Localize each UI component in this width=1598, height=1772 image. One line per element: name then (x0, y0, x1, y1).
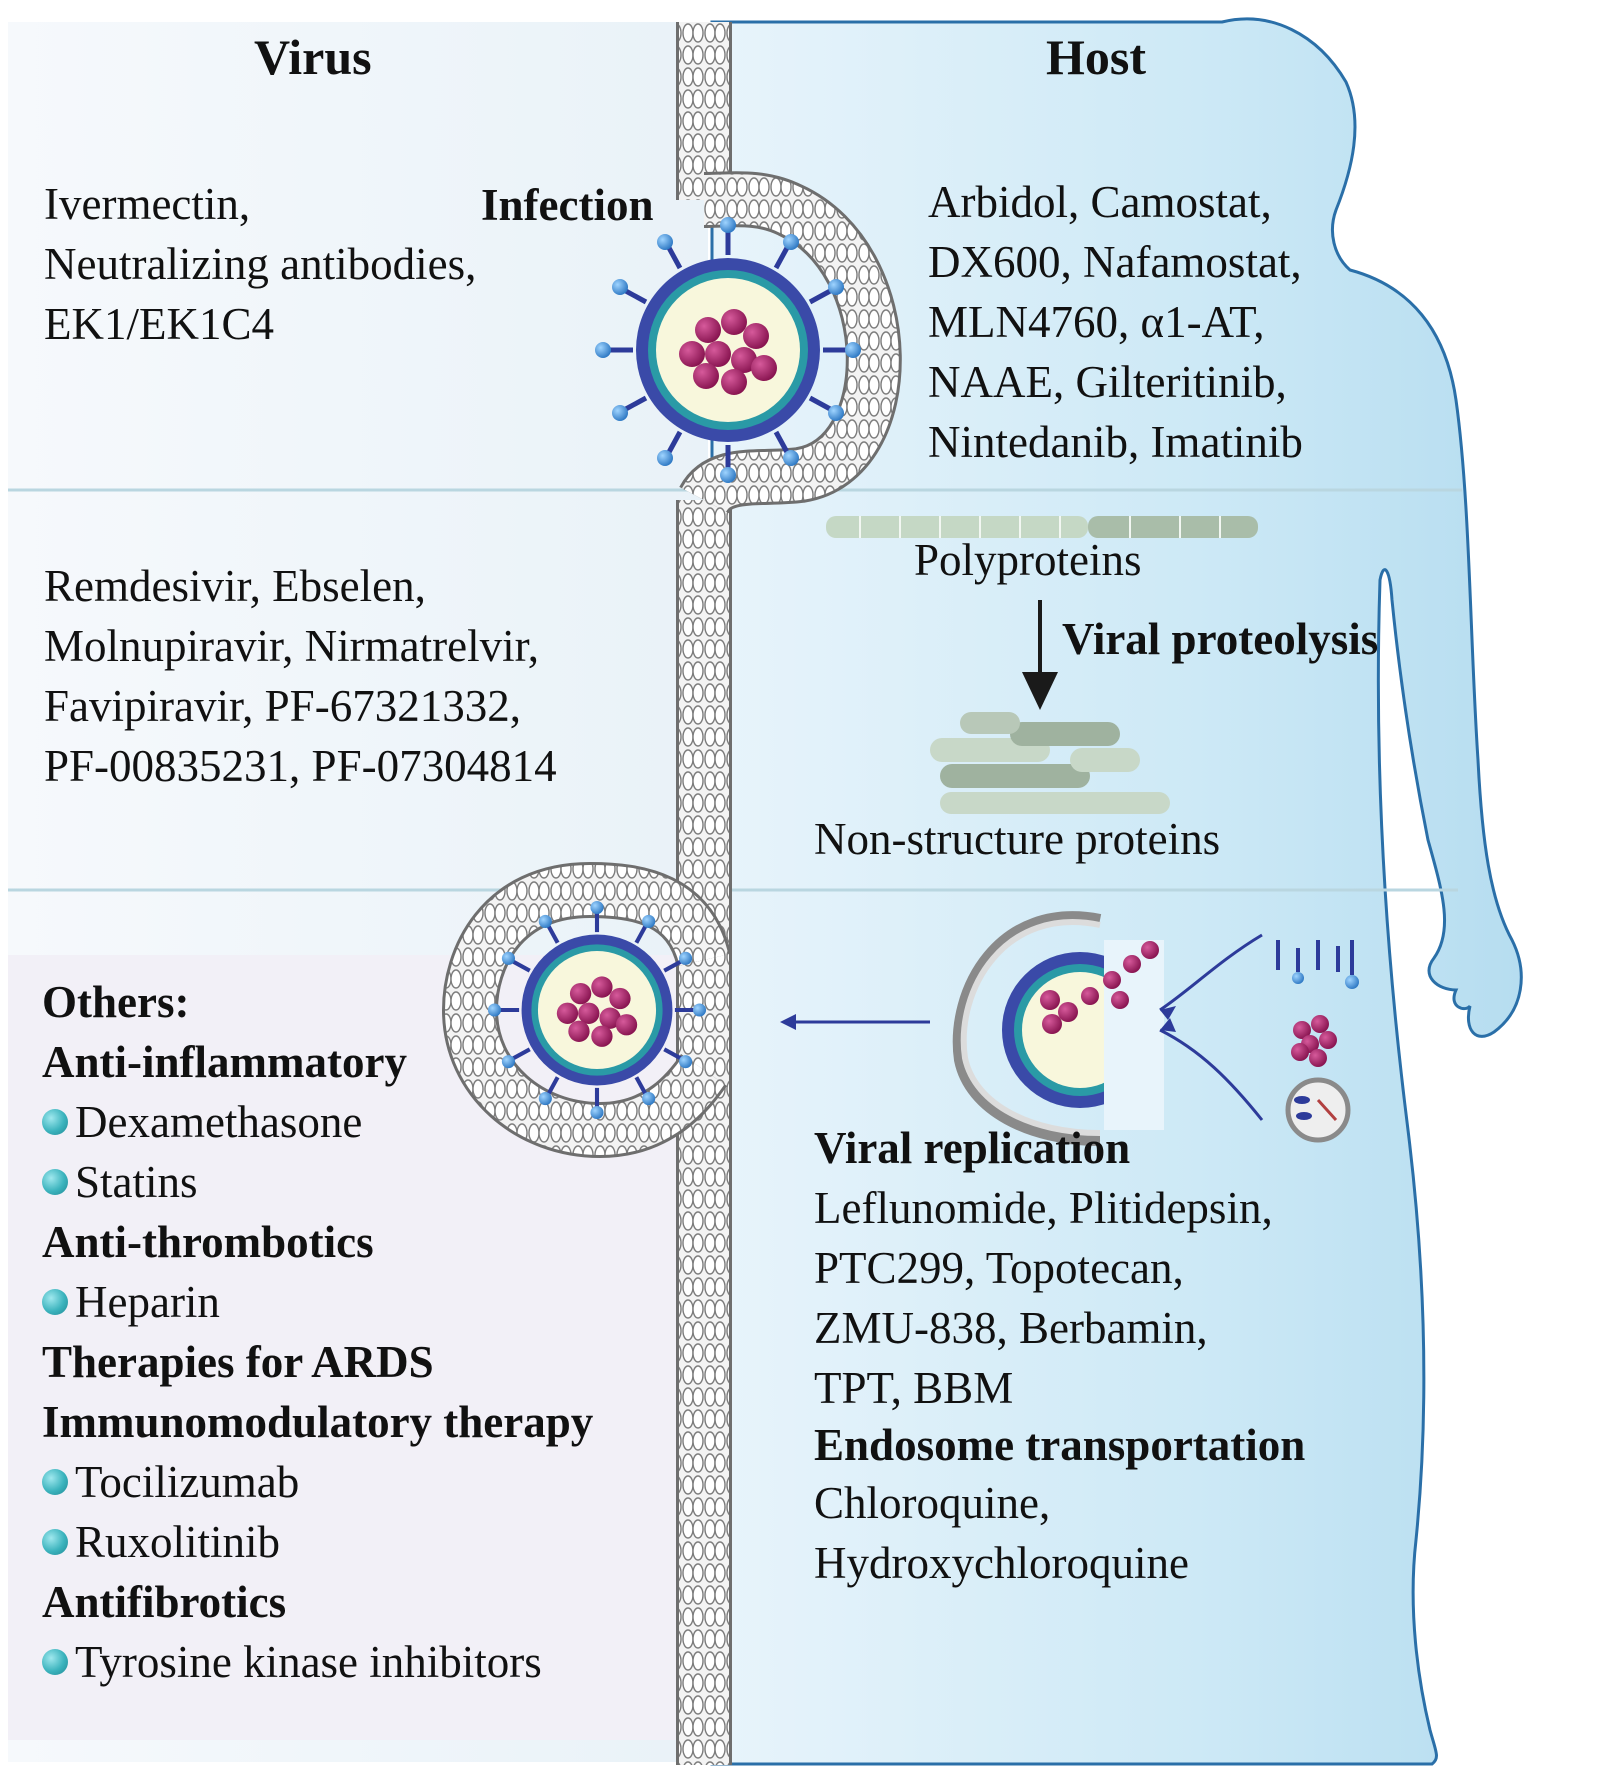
viral-components-icon (1276, 940, 1359, 1143)
virus-particle-budding (487, 900, 707, 1120)
therapy-category: Anti-thrombotics (42, 1212, 593, 1272)
replication-block: Viral replication Leflunomide, Plitideps… (814, 1118, 1305, 1593)
therapy-text: Dexamethasone (75, 1097, 363, 1147)
replication-drug-line: ZMU-838, Berbamin, (814, 1303, 1208, 1353)
bullet-dot-icon (42, 1469, 68, 1495)
proteolysis-arrow (1022, 600, 1058, 710)
virus-infection-drug-line: Neutralizing antibodies, (44, 239, 477, 289)
bullet-dot-icon (42, 1649, 68, 1675)
endosome-drug-line: Chloroquine, (814, 1478, 1051, 1528)
therapy-text: Antifibrotics (42, 1577, 287, 1627)
therapy-item: Statins (42, 1152, 593, 1212)
host-infection-drug-line: NAAE, Gilteritinib, (928, 357, 1287, 407)
therapy-category: Therapies for ARDS (42, 1332, 593, 1392)
therapy-text: Therapies for ARDS (42, 1337, 434, 1387)
therapy-text: Heparin (75, 1277, 220, 1327)
endosome-drug-line: Hydroxychloroquine (814, 1538, 1189, 1588)
infection-label: Infection (481, 180, 654, 230)
host-infection-drug-line: Nintedanib, Imatinib (928, 417, 1303, 467)
therapy-item: Ruxolitinib (42, 1512, 593, 1572)
replication-drug-line: Leflunomide, Plitidepsin, (814, 1183, 1273, 1233)
nonstructure-protein-pile (930, 712, 1170, 814)
therapy-category: Immunomodulatory therapy (42, 1392, 593, 1452)
therapy-text: Anti-thrombotics (42, 1217, 374, 1267)
nonstructure-proteins-label: Non-structure proteins (814, 814, 1221, 864)
virus-infection-drug-line: EK1/EK1C4 (44, 299, 274, 349)
endosome-transportation-title: Endosome transportation (814, 1420, 1306, 1470)
bullet-dot-icon (42, 1109, 68, 1135)
host-infection-drug-line: DX600, Nafamostat, (928, 237, 1302, 287)
virus-header: Virus (254, 29, 372, 85)
therapy-category: Antifibrotics (42, 1572, 593, 1632)
virus-proteolysis-drug-line: Favipiravir, PF-67321332, (44, 681, 521, 731)
therapy-text: Ruxolitinib (75, 1517, 281, 1567)
virus-proteolysis-drug-line: Molnupiravir, Nirmatrelvir, (44, 621, 540, 671)
bullet-dot-icon (42, 1529, 68, 1555)
virus-proteolysis-drugs: Remdesivir, Ebselen, Molnupiravir, Nirma… (44, 556, 557, 796)
replication-drug-line: TPT, BBM (814, 1363, 1014, 1413)
therapy-text: Others: (42, 977, 190, 1027)
assembly-arrows (790, 933, 1264, 1121)
virus-proteolysis-drug-line: Remdesivir, Ebselen, (44, 561, 426, 611)
therapy-text: Statins (75, 1157, 198, 1207)
virus-particle-infection (595, 217, 861, 483)
therapy-text: Immunomodulatory therapy (42, 1397, 594, 1447)
polyprotein-chain (826, 516, 1258, 538)
therapy-category: Others: (42, 972, 593, 1032)
replication-drug-line: PTC299, Topotecan, (814, 1243, 1184, 1293)
therapy-category: Anti-inflammatory (42, 1032, 593, 1092)
therapy-text: Anti-inflammatory (42, 1037, 407, 1087)
host-infection-drug-line: MLN4760, α1-AT, (928, 297, 1265, 347)
virus-proteolysis-drug-line: PF-00835231, PF-07304814 (44, 741, 557, 791)
bullet-dot-icon (42, 1289, 68, 1315)
bullet-dot-icon (42, 1169, 68, 1195)
therapy-text: Tocilizumab (75, 1457, 300, 1507)
virus-infection-drug-line: Ivermectin, (44, 179, 251, 229)
host-infection-drugs: Arbidol, Camostat, DX600, Nafamostat, ML… (928, 172, 1303, 472)
viral-proteolysis-label: Viral proteolysis (1062, 614, 1379, 664)
host-header: Host (1046, 29, 1146, 85)
viral-replication-title: Viral replication (814, 1123, 1131, 1173)
therapy-item: Tocilizumab (42, 1452, 593, 1512)
virus-infection-drugs: Ivermectin, Neutralizing antibodies, EK1… (44, 174, 476, 354)
therapy-item: Tyrosine kinase inhibitors (42, 1632, 593, 1692)
therapy-item: Heparin (42, 1272, 593, 1332)
polyproteins-label: Polyproteins (914, 535, 1142, 585)
replication-complex (952, 911, 1164, 1146)
therapy-item: Dexamethasone (42, 1092, 593, 1152)
therapy-text: Tyrosine kinase inhibitors (75, 1637, 542, 1687)
host-infection-drug-line: Arbidol, Camostat, (928, 177, 1272, 227)
